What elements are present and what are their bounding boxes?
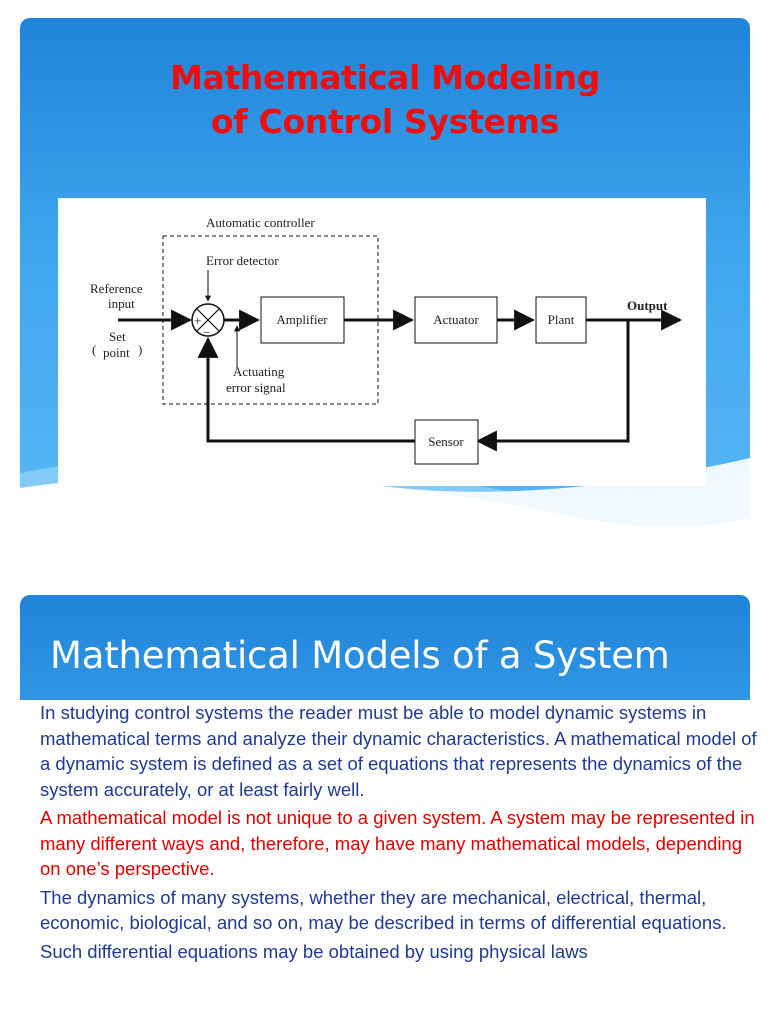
slide-2-body-area [20, 700, 750, 1024]
slide-2-paragraphs: In studying control systems the reader m… [40, 700, 765, 967]
slide-2-title: Mathematical Models of a System [50, 634, 670, 677]
paragraph-4: Such differential equations may be obtai… [40, 940, 588, 962]
paragraph-3: The dynamics of many systems, whether th… [40, 886, 727, 934]
automatic-controller-label: Automatic controller [206, 215, 315, 230]
block-diagram-svg: Automatic controller Error detector Refe… [90, 215, 683, 465]
slide-1: Mathematical Modeling of Control Systems… [20, 18, 750, 538]
reference-input-label-1: Reference [90, 281, 143, 296]
actuating-label-2: error signal [226, 380, 286, 395]
title-line-1: Mathematical Modeling [169, 58, 601, 97]
output-label: Output [627, 298, 668, 313]
amplifier-label: Amplifier [276, 312, 328, 327]
reference-input-label-2: input [108, 296, 135, 311]
set-point-label-2: point [103, 345, 130, 360]
feedback-to-junction-arrow [197, 336, 415, 443]
title-line-2: of Control Systems [210, 102, 560, 141]
summing-junction: + − [191, 303, 225, 340]
paragraph-1: In studying control systems the reader m… [40, 702, 757, 800]
slide-1-title: Mathematical Modeling of Control Systems [20, 56, 750, 144]
set-point-paren-left: ( [92, 342, 96, 357]
block-diagram: Automatic controller Error detector Refe… [58, 198, 706, 486]
feedback-to-sensor-arrow [475, 320, 630, 452]
set-point-paren-right: ) [138, 342, 142, 357]
slide-2: Mathematical Models of a System [20, 595, 750, 1024]
actuator-label: Actuator [433, 312, 479, 327]
actuating-label-1: Actuating [233, 364, 285, 379]
plant-label: Plant [548, 312, 575, 327]
minus-sign: − [203, 325, 210, 340]
plus-sign: + [194, 313, 201, 328]
sensor-block [414, 419, 479, 465]
sensor-label: Sensor [428, 434, 464, 449]
set-point-label-1: Set [109, 329, 126, 344]
paragraph-2-emphasis: A mathematical model is not unique to a … [40, 807, 755, 879]
error-detector-label: Error detector [206, 253, 279, 268]
plant-block [535, 296, 587, 344]
